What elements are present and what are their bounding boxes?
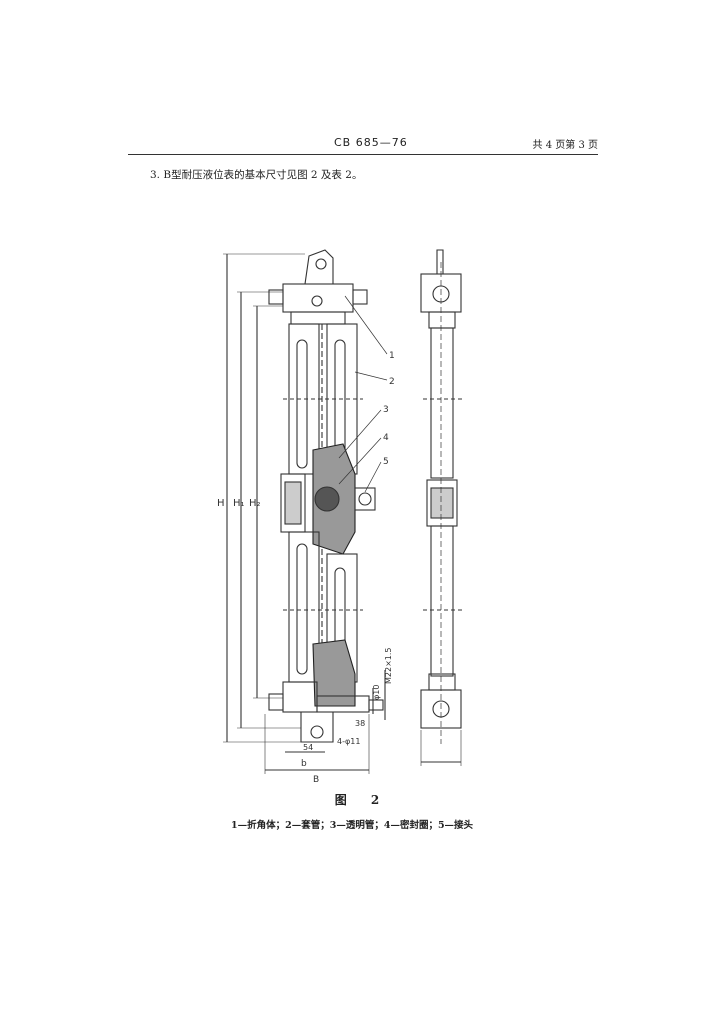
intro-paragraph: 3. B型耐压液位表的基本尺寸见图 2 及表 2。 (150, 169, 363, 181)
header-rule (128, 154, 598, 155)
callout-4: 4 (383, 433, 389, 443)
dim-4-d11: 4-φ11 (337, 737, 360, 746)
page-header: CB 685—76 共 4 页第 3 页 (128, 136, 598, 156)
callout-5: 5 (383, 457, 389, 467)
callout-3: 3 (383, 405, 389, 415)
dim-thread: M22×1.5 (384, 647, 393, 684)
dim-H2: H₂ (249, 498, 261, 509)
dim-B: B (313, 775, 319, 784)
figure-label: 图 2 (334, 793, 390, 807)
page-info: 共 4 页第 3 页 (532, 140, 598, 151)
standard-number: CB 685—76 (334, 136, 408, 149)
technical-drawing: H H₁ H₂ b 54 B 38 4-φ11 φ10 M22×1.5 1 2 … (205, 244, 495, 785)
dim-H: H (217, 498, 225, 509)
callout-1: 1 (389, 351, 395, 361)
dim-38: 38 (355, 719, 365, 728)
dim-b: b (301, 759, 307, 769)
drawing-svg: H H₁ H₂ b 54 B 38 4-φ11 φ10 M22×1.5 1 2 … (217, 249, 463, 785)
side-view (420, 249, 463, 766)
dim-54: 54 (303, 743, 313, 752)
dim-H1: H₁ (233, 498, 245, 509)
front-view (223, 249, 388, 774)
dim-d10: φ10 (372, 685, 381, 700)
figure-legend: 1—折角体；2—套管；3—透明管；4—密封圈；5—接头 (231, 820, 474, 831)
callout-2: 2 (389, 377, 395, 387)
